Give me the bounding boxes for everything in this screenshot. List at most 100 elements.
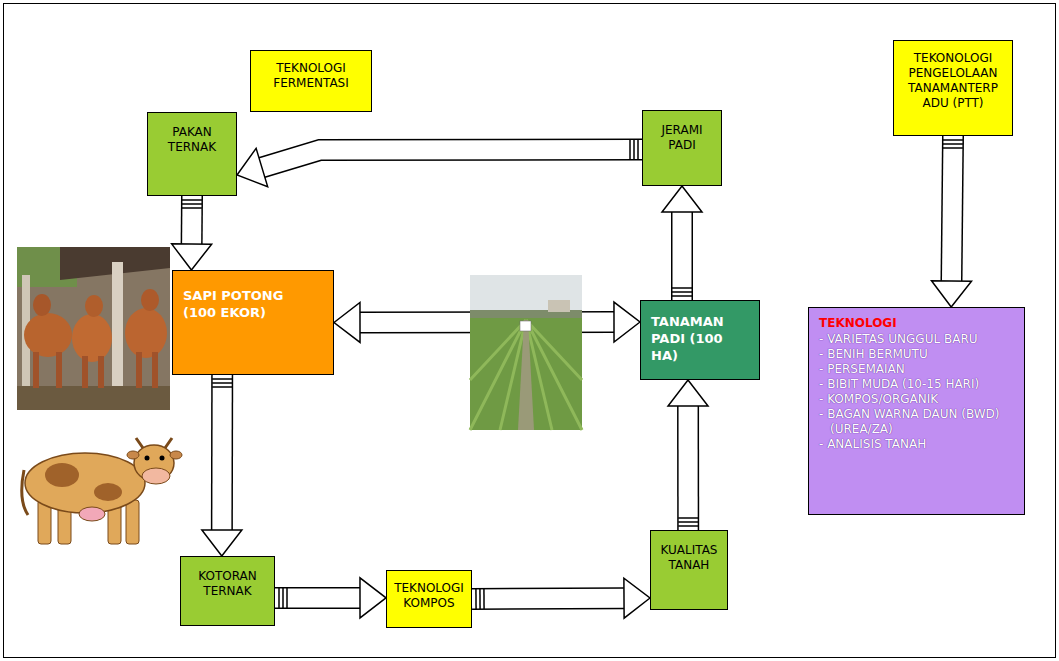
cattle-photo-part — [98, 356, 104, 388]
block-arrow — [237, 140, 642, 187]
arrow-tail-stripe — [212, 386, 232, 388]
cattle-photo-part — [24, 313, 72, 357]
arrow-tail-stripe — [479, 589, 481, 609]
arrow-tail-stripe — [282, 588, 284, 608]
node-label: PAKAN TERNAK — [154, 125, 230, 155]
arrow-head — [172, 244, 212, 270]
arrow-tail-stripe — [182, 199, 202, 201]
arrow-shaft-fill — [673, 212, 692, 300]
process-box: KOTORAN TERNAK — [180, 556, 275, 626]
technology-box: TEKONOLOGI PENGELOLAAN TANAMANTERP ADU (… — [893, 40, 1013, 136]
technology-box: TEKNOLOGI KOMPOS — [386, 570, 472, 628]
cattle-photo-part — [125, 308, 167, 358]
arrow-tail-stripe — [633, 140, 635, 160]
arrow-tail-stripe — [943, 143, 963, 145]
block-arrow — [172, 196, 212, 270]
arrow-head — [662, 186, 702, 212]
node-label: KUALITAS TANAH — [657, 543, 721, 573]
cartoon-cow-part — [127, 451, 139, 459]
cattle-photo — [17, 247, 170, 410]
arrow-head — [237, 148, 268, 186]
arrow-tail-stripe — [637, 140, 639, 160]
rice-field-photo-part — [470, 275, 582, 430]
arrow-head — [334, 302, 360, 342]
arrow-tail-stripe — [678, 525, 698, 527]
rice-field-photo-part — [520, 321, 531, 331]
cattle-photo-part — [33, 294, 51, 316]
cattle-photo-part — [141, 289, 159, 311]
arrow-head — [202, 530, 242, 556]
arrow-shaft-outline — [262, 150, 642, 168]
list-item: - VARIETAS UNGGUL BARU — [819, 332, 1016, 347]
cattle-photo-part — [82, 356, 88, 388]
cattle-photo-part — [56, 352, 62, 388]
arrow-shaft-outline — [181, 196, 203, 244]
cartoon-cow-part — [25, 453, 145, 513]
cattle-photo-part — [17, 247, 170, 410]
crop-box: TANAMAN PADI (100 HA) — [640, 300, 760, 380]
technology-list-box: TEKNOLOGI- VARIETAS UNGGUL BARU- BENIH B… — [808, 307, 1025, 515]
arrow-head — [931, 281, 971, 307]
cattle-photo-part — [33, 352, 39, 388]
arrow-tail-stripe — [278, 588, 280, 608]
arrow-head — [624, 578, 650, 618]
block-arrow — [472, 578, 650, 618]
cartoon-cow-part — [94, 483, 122, 501]
arrow-tail-stripe — [672, 287, 692, 289]
list-item: - KOMPOS/ORGANIK — [819, 392, 1016, 407]
cartoon-cow-part — [126, 500, 139, 544]
cattle-photo-part — [136, 352, 142, 388]
technology-box: TEKNOLOGI FERMENTASI — [250, 50, 372, 112]
node-label: TEKNOLOGI KOMPOS — [393, 581, 465, 611]
node-label: TEKONOLOGI PENGELOLAAN TANAMANTERP ADU (… — [900, 51, 1006, 111]
node-label: JERAMI PADI — [649, 123, 715, 153]
arrow-shaft-fill — [275, 588, 360, 607]
cattle-photo-part — [17, 386, 170, 410]
list-item: - BENIH BERMUTU — [819, 347, 1016, 362]
rice-field-photo-part — [548, 300, 570, 312]
list-item: - BAGAN WARNA DAUN (BWD) (UREA/ZA) — [819, 407, 1016, 437]
rice-field-photo-part — [470, 275, 582, 313]
list-item: - PERSEMAIAN — [819, 362, 1016, 377]
cartoon-cow-part — [142, 468, 170, 484]
cartoon-cow-part — [160, 456, 165, 461]
cartoon-cow-part — [45, 463, 79, 487]
arrow-shaft-outline — [211, 375, 233, 530]
list-item: - ANALISIS TANAH — [819, 437, 1016, 452]
node-label: SAPI POTONG (100 EKOR) — [183, 287, 285, 321]
arrow-shaft-outline — [677, 406, 699, 530]
node-label: KOTORAN TERNAK — [187, 569, 268, 599]
arrow-tail-stripe — [182, 207, 202, 209]
arrow-tail-stripe — [286, 588, 288, 608]
arrow-head — [668, 380, 708, 406]
list-item: - BIBIT MUDA (10-15 HARI) — [819, 377, 1016, 392]
block-arrow — [275, 578, 386, 618]
block-arrow — [662, 186, 702, 300]
cartoon-cow-part — [79, 507, 105, 521]
arrow-tail-stripe — [212, 378, 232, 380]
arrow-tail-stripe — [629, 140, 631, 160]
node-label: TANAMAN PADI (100 HA) — [651, 313, 729, 364]
arrow-tail-stripe — [678, 517, 698, 519]
arrow-shaft-outline — [472, 587, 624, 610]
block-arrow — [668, 380, 708, 530]
arrow-shaft-fill — [472, 589, 624, 609]
arrow-shaft-fill — [951, 136, 953, 281]
arrow-tail-stripe — [483, 589, 485, 609]
arrow-shaft-fill — [212, 375, 231, 530]
cattle-photo-part — [72, 314, 112, 362]
arrow-tail-stripe — [943, 147, 963, 149]
livestock-box: SAPI POTONG (100 EKOR) — [172, 270, 334, 375]
list-heading: TEKNOLOGI — [819, 316, 1016, 331]
process-box: PAKAN TERNAK — [147, 112, 237, 196]
arrow-tail-stripe — [212, 382, 232, 384]
rice-field-photo-part — [470, 320, 582, 430]
cattle-photo-part — [152, 352, 158, 388]
cartoon-cow — [22, 438, 182, 544]
process-box: JERAMI PADI — [642, 110, 722, 186]
arrow-shaft-fill — [262, 150, 642, 168]
arrow-tail-stripe — [672, 291, 692, 293]
arrow-head — [360, 578, 386, 618]
frame — [4, 4, 1056, 658]
